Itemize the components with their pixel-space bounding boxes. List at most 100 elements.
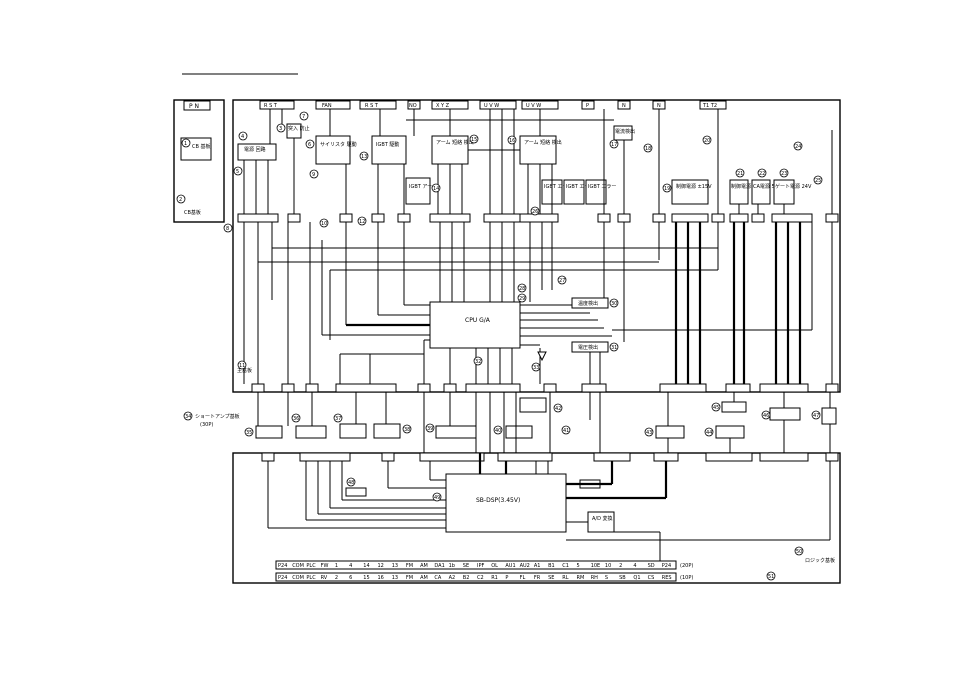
terminal-label: 14	[363, 563, 369, 569]
marker-32: 32	[475, 359, 481, 365]
block-igbt-err-2: IGBT エラー	[566, 184, 594, 190]
marker-42: 42	[555, 406, 561, 412]
terminal-label: C2	[477, 575, 484, 581]
terminal-label: B2	[463, 575, 470, 581]
warning-triangle	[537, 351, 547, 362]
main-board-label: 主基板	[237, 367, 252, 374]
terminal-label: 6	[349, 575, 352, 581]
terminal-label: RL	[562, 575, 568, 581]
conn-fan: FAN	[322, 103, 332, 109]
marker-7: 7	[302, 114, 305, 120]
wiring-lower	[257, 392, 831, 561]
led-block	[345, 487, 367, 497]
terminal-label: A2	[449, 575, 456, 581]
block-arm-detect-2: アーム 短絡 検出	[524, 139, 562, 146]
marker-14: 14	[433, 186, 439, 192]
marker-12: 12	[359, 219, 365, 225]
conn-rst-1: R S T	[264, 103, 278, 109]
marker-30: 30	[611, 301, 617, 307]
terminal-label: SE	[463, 563, 469, 569]
block-inrush: 突入 防止	[288, 125, 310, 132]
terminal-label: 13	[392, 563, 398, 569]
marker-44: 44	[706, 430, 712, 436]
terminal-label: RH	[591, 575, 598, 581]
terminal-label: 10	[605, 563, 611, 569]
marker-43: 43	[646, 430, 652, 436]
main-bottom-connectors	[251, 383, 839, 393]
block-gate-24v: ゲート電源 24V	[775, 183, 812, 190]
marker-2: 2	[179, 197, 182, 203]
panel-frame	[173, 99, 225, 223]
marker-34: 34	[185, 414, 191, 420]
block-current: 電流検出	[615, 128, 635, 135]
terminal-label: FM	[406, 575, 413, 581]
marker-15: 15	[471, 137, 477, 143]
marker-29: 29	[519, 296, 525, 302]
number-markers: 1 2 3 4 5 6 7 8 9 10 11 12 13 14 15 16 1…	[176, 111, 823, 581]
terminal-label: P	[505, 575, 508, 581]
conn-n: N	[622, 103, 626, 109]
marker-40: 40	[495, 428, 501, 434]
amp-board-label: ショートアンプ基板	[195, 413, 240, 420]
marker-22: 22	[759, 171, 765, 177]
wiring-mid	[243, 222, 833, 384]
terminal-label: FW	[321, 563, 329, 569]
volt-block-label: 電圧検出	[578, 344, 598, 351]
block-ca-5v: CA電源 5V	[753, 183, 779, 190]
marker-48: 48	[348, 480, 354, 486]
terminal-label: 10E	[591, 563, 601, 569]
terminal-label: B1	[548, 563, 555, 569]
marker-19: 19	[664, 186, 670, 192]
terminal-label: 2	[619, 563, 622, 569]
marker-41: 41	[563, 428, 569, 434]
temp-block-label: 温度検出	[578, 300, 598, 307]
marker-3: 3	[279, 126, 282, 132]
terminal-label: P24	[278, 563, 287, 569]
marker-31: 31	[611, 345, 617, 351]
terminal-label: 4	[633, 563, 636, 569]
terminal-label: P24	[662, 563, 671, 569]
terminal-label: RM	[577, 575, 585, 581]
terminal-label: IPF	[477, 563, 484, 569]
marker-18: 18	[645, 146, 651, 152]
marker-24: 24	[795, 144, 801, 150]
terminal-label: C1	[562, 563, 569, 569]
amp-blocks	[255, 397, 837, 439]
marker-39: 39	[427, 426, 433, 432]
top-connectors: R S T FAN R S T NO X Y Z U V W U V W P N…	[259, 100, 727, 110]
marker-37: 37	[335, 416, 341, 422]
terminal-label: FL	[520, 575, 526, 581]
conn-xyz: X Y Z	[436, 103, 450, 109]
wiring-upper	[243, 109, 833, 214]
terminal-label: SD	[648, 563, 655, 569]
conn-uvw-1: U V W	[484, 103, 499, 109]
marker-50: 50	[796, 549, 802, 555]
marker-1: 1	[184, 141, 187, 147]
block-thyristor: サイリスタ 駆動	[320, 141, 357, 148]
block-igbt-err-1: IGBT エラー	[544, 184, 572, 190]
terminal-label: 2	[335, 575, 338, 581]
marker-38: 38	[404, 427, 410, 433]
marker-33: 33	[533, 365, 539, 371]
terminal-label: 12	[378, 563, 384, 569]
marker-10: 10	[321, 221, 327, 227]
terminal-label: AM	[420, 575, 428, 581]
bottom-note-1: (20P)	[680, 563, 693, 569]
logic-top-connectors	[261, 452, 839, 462]
wiring-bus	[346, 222, 802, 500]
terminal-label: AU2	[520, 563, 530, 569]
block-igbt-err-3: IGBT エラー	[588, 184, 616, 190]
terminal-label: DA1	[434, 563, 444, 569]
ad-block-label: A/D 変換	[592, 515, 613, 522]
terminal-label: FM	[406, 563, 413, 569]
marker-4: 4	[241, 134, 244, 140]
block-ctrl-5v: 制御電源 5V	[731, 183, 760, 190]
marker-9: 9	[312, 172, 315, 178]
pn-connector-label: P N	[189, 103, 199, 110]
marker-27: 27	[559, 278, 565, 284]
marker-16: 16	[509, 138, 515, 144]
terminal-label: CA	[434, 575, 441, 581]
marker-23: 23	[781, 171, 787, 177]
